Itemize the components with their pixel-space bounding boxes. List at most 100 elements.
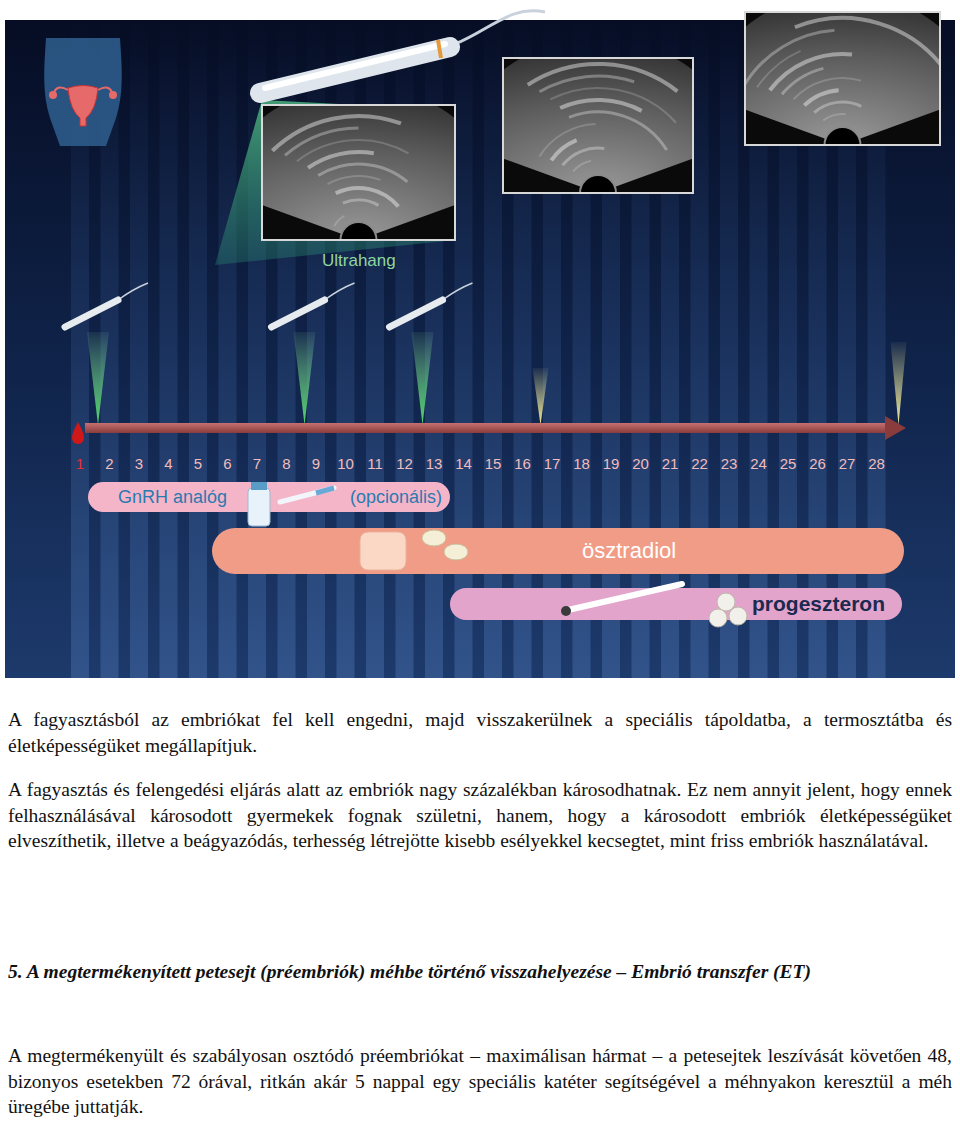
art-path	[318, 164, 407, 182]
art-path	[560, 100, 641, 111]
day-number: 10	[331, 455, 361, 472]
art-path	[503, 58, 693, 193]
day-column	[160, 20, 178, 678]
art-circle	[109, 91, 117, 99]
blood-drop	[72, 422, 84, 444]
art-path	[563, 148, 605, 165]
small-probe	[65, 300, 118, 327]
timeline-arrow	[85, 423, 885, 433]
day-number: 9	[301, 455, 331, 472]
day-column	[219, 20, 237, 678]
medication-band: ösztradiol	[212, 528, 904, 574]
day-number: 2	[95, 455, 125, 472]
probe-ring	[438, 40, 441, 58]
art-path	[44, 38, 122, 146]
check-beam	[891, 342, 907, 425]
scan-beam	[412, 332, 434, 425]
pill-icon	[709, 609, 727, 627]
art-path	[569, 112, 667, 150]
ultrasound-image	[452, 38, 744, 211]
art-path	[795, 18, 940, 74]
day-number: 12	[390, 455, 420, 472]
day-number: 7	[242, 455, 272, 472]
pill-icon	[729, 607, 747, 625]
day-column	[189, 20, 207, 678]
probe-cable	[443, 283, 473, 300]
art-path	[745, 12, 940, 145]
pill-icon	[422, 530, 446, 546]
arrow-head	[885, 416, 906, 440]
syringe-icon	[280, 488, 334, 502]
art-path	[550, 88, 676, 123]
day-number: 27	[832, 455, 862, 472]
day-number: 22	[685, 455, 715, 472]
art-path	[334, 216, 344, 226]
vial-cap	[251, 482, 267, 490]
small-probe	[272, 300, 325, 327]
art-path	[573, 161, 591, 172]
probe-highlight	[265, 44, 445, 88]
art-path	[68, 86, 98, 127]
probe-cable	[118, 283, 148, 300]
art-rect	[503, 58, 693, 193]
pill-icon	[444, 544, 468, 560]
art-path	[814, 102, 861, 113]
scan-beam	[294, 332, 316, 425]
illustration	[0, 0, 960, 690]
day-number: 6	[213, 455, 243, 472]
art-path	[297, 140, 409, 161]
art-g	[503, 58, 693, 193]
uterus-icon	[44, 38, 122, 146]
day-number: 25	[773, 455, 803, 472]
band-icons	[212, 528, 904, 574]
day-number: 13	[419, 455, 449, 472]
day-number: 15	[478, 455, 508, 472]
day-number: 26	[803, 455, 833, 472]
day-column	[130, 20, 148, 678]
day-number: 8	[272, 455, 302, 472]
body-paragraph: A fagyasztásból az embriókat fel kell en…	[8, 707, 952, 758]
art-path	[262, 105, 455, 240]
ultrasound-probe	[260, 47, 450, 93]
day-number: 21	[655, 455, 685, 472]
day-number: 16	[508, 455, 538, 472]
art-path	[793, 78, 860, 99]
day-number: 19	[596, 455, 626, 472]
art-path	[823, 114, 845, 121]
day-number: 5	[183, 455, 213, 472]
small-probe	[390, 300, 443, 327]
body-paragraph: A fagyasztás és felengedési eljárás alat…	[8, 777, 952, 854]
day-number: 3	[124, 455, 154, 472]
day-column	[484, 20, 502, 678]
day-number: 18	[567, 455, 597, 472]
art-g	[745, 12, 940, 145]
day-number: 23	[714, 455, 744, 472]
art-path	[98, 87, 112, 92]
art-path	[327, 176, 380, 184]
art-rect	[745, 12, 940, 145]
syringe-plunger	[316, 488, 334, 493]
day-number: 14	[449, 455, 479, 472]
band-label: GnRH analóg	[118, 487, 227, 508]
day-number: 24	[744, 455, 774, 472]
medication-band: progeszteron	[450, 588, 902, 620]
art-path	[528, 64, 678, 91]
art-rect	[262, 105, 455, 240]
band-label: ösztradiol	[582, 538, 676, 564]
day-number: 20	[626, 455, 656, 472]
ultrasound-label: Ultrahang	[322, 251, 396, 271]
art-circle	[580, 175, 616, 193]
day-column	[455, 20, 473, 678]
art-path	[770, 54, 852, 90]
art-circle	[825, 127, 861, 145]
art-circle	[341, 222, 377, 240]
day-number: 4	[154, 455, 184, 472]
art-path	[539, 124, 595, 156]
ultrasound-image	[213, 85, 505, 258]
day-number: 17	[537, 455, 567, 472]
day-number: 1	[65, 455, 95, 472]
band-label: progeszteron	[752, 592, 885, 616]
body-paragraph: A megtermékenyült és szabályosan osztódó…	[8, 1043, 952, 1120]
day-number: 28	[862, 455, 892, 472]
art-path	[272, 116, 401, 151]
